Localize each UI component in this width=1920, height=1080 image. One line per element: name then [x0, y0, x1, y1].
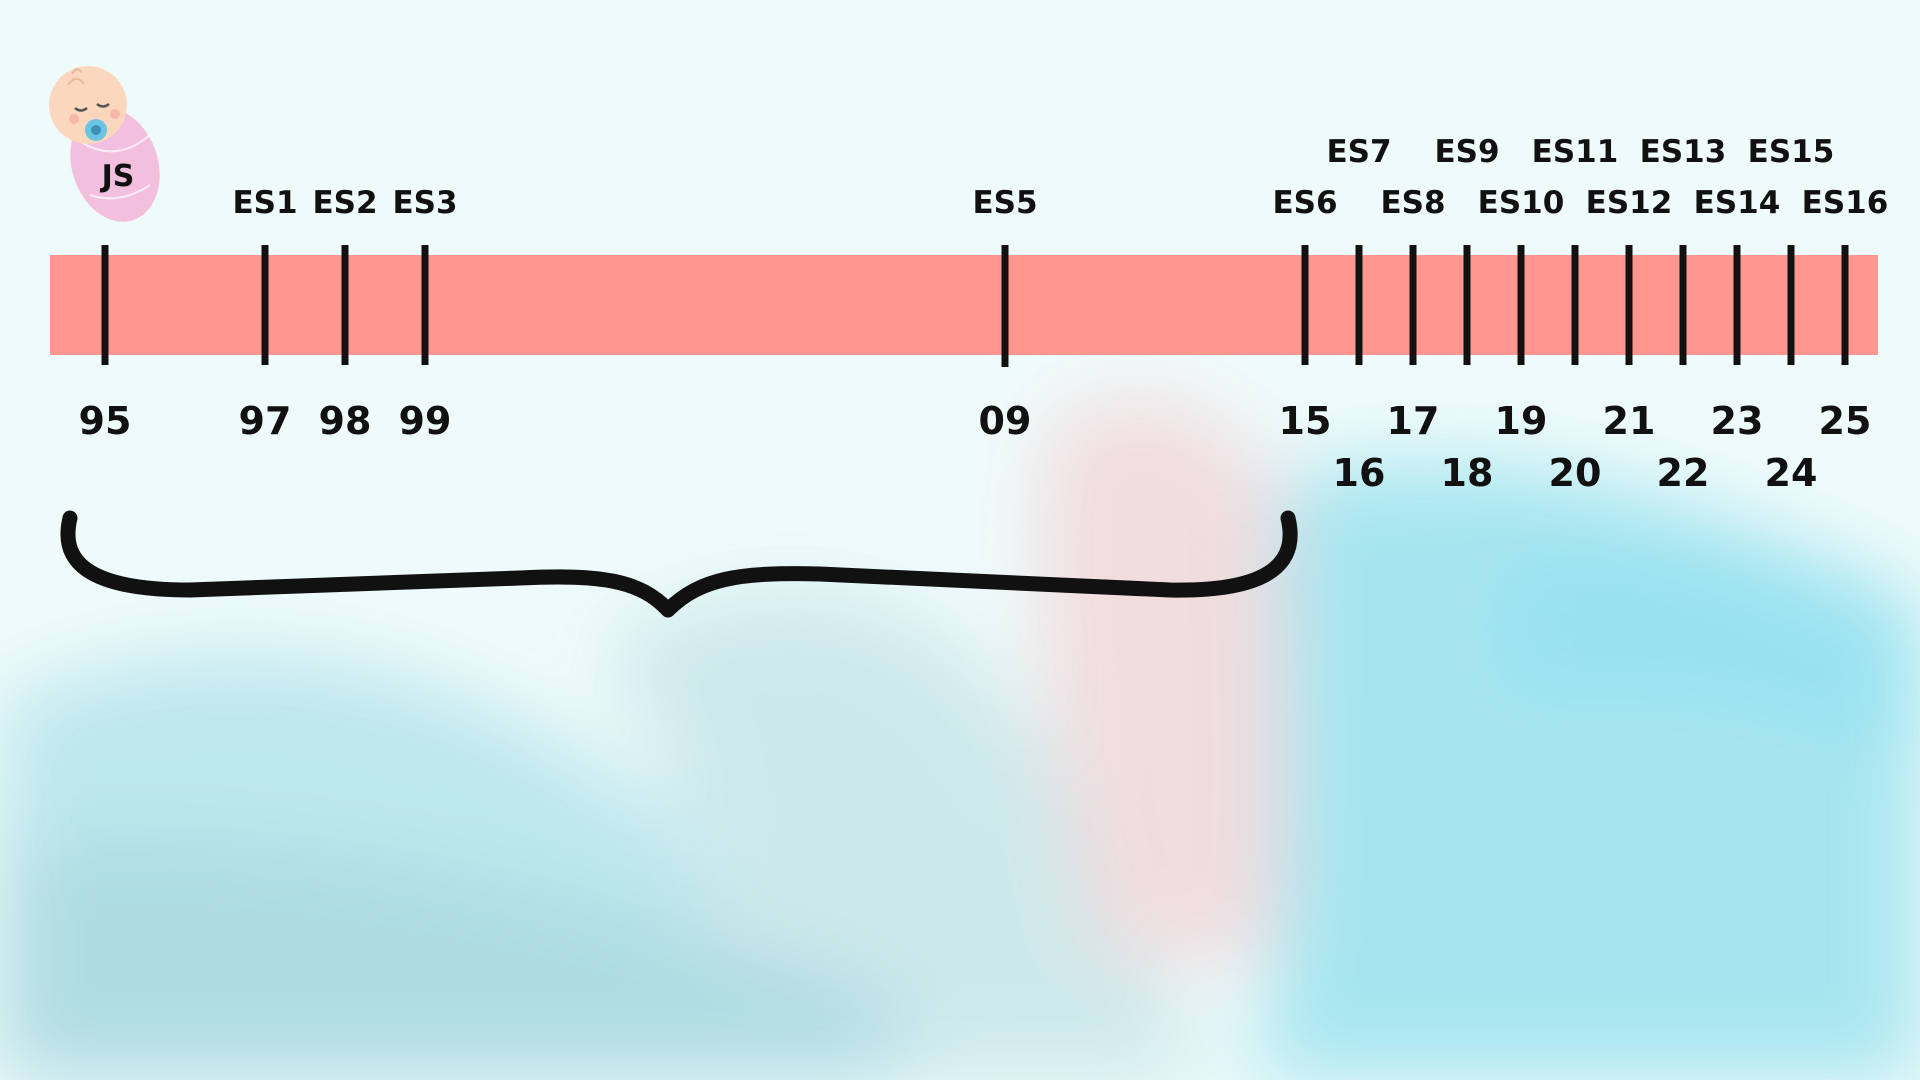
curly-brace-icon: [60, 510, 1298, 618]
year-label: 20: [1549, 451, 1602, 495]
year-label: 95: [79, 399, 132, 443]
spec-label: ES14: [1694, 185, 1781, 221]
spec-label: ES16: [1802, 185, 1889, 221]
spec-label: ES13: [1640, 134, 1727, 170]
year-label: 23: [1711, 399, 1764, 443]
timeline-ticks: 95 97 ES1 98 ES2 99 ES3 09 ES5 15 ES6 16 ES7 17 ES8 18 E…: [79, 134, 1889, 495]
year-label: 15: [1279, 399, 1332, 443]
year-label: 19: [1495, 399, 1548, 443]
year-label: 22: [1657, 451, 1710, 495]
spec-label: ES15: [1748, 134, 1835, 170]
year-label: 17: [1387, 399, 1440, 443]
swaddled-baby-icon: JS: [49, 66, 160, 222]
spec-label: ES10: [1478, 185, 1565, 221]
baby-label: JS: [100, 159, 135, 194]
year-label: 25: [1819, 399, 1872, 443]
spec-label: ES7: [1326, 134, 1391, 170]
spec-label: ES2: [312, 185, 377, 221]
year-label: 21: [1603, 399, 1656, 443]
spec-label: ES1: [232, 185, 297, 221]
spec-label: ES12: [1586, 185, 1673, 221]
year-label: 97: [239, 399, 292, 443]
year-label: 98: [319, 399, 372, 443]
year-label: 09: [979, 399, 1032, 443]
spec-label: ES6: [1272, 185, 1337, 221]
spec-label: ES8: [1380, 185, 1445, 221]
timeline-bar: [50, 255, 1878, 355]
year-label: 16: [1333, 451, 1386, 495]
spec-label: ES3: [392, 185, 457, 221]
year-label: 24: [1765, 451, 1818, 495]
spec-label: ES5: [972, 185, 1037, 221]
spec-label: ES11: [1532, 134, 1619, 170]
year-label: 99: [399, 399, 452, 443]
year-label: 18: [1441, 451, 1494, 495]
spec-label: ES9: [1434, 134, 1499, 170]
